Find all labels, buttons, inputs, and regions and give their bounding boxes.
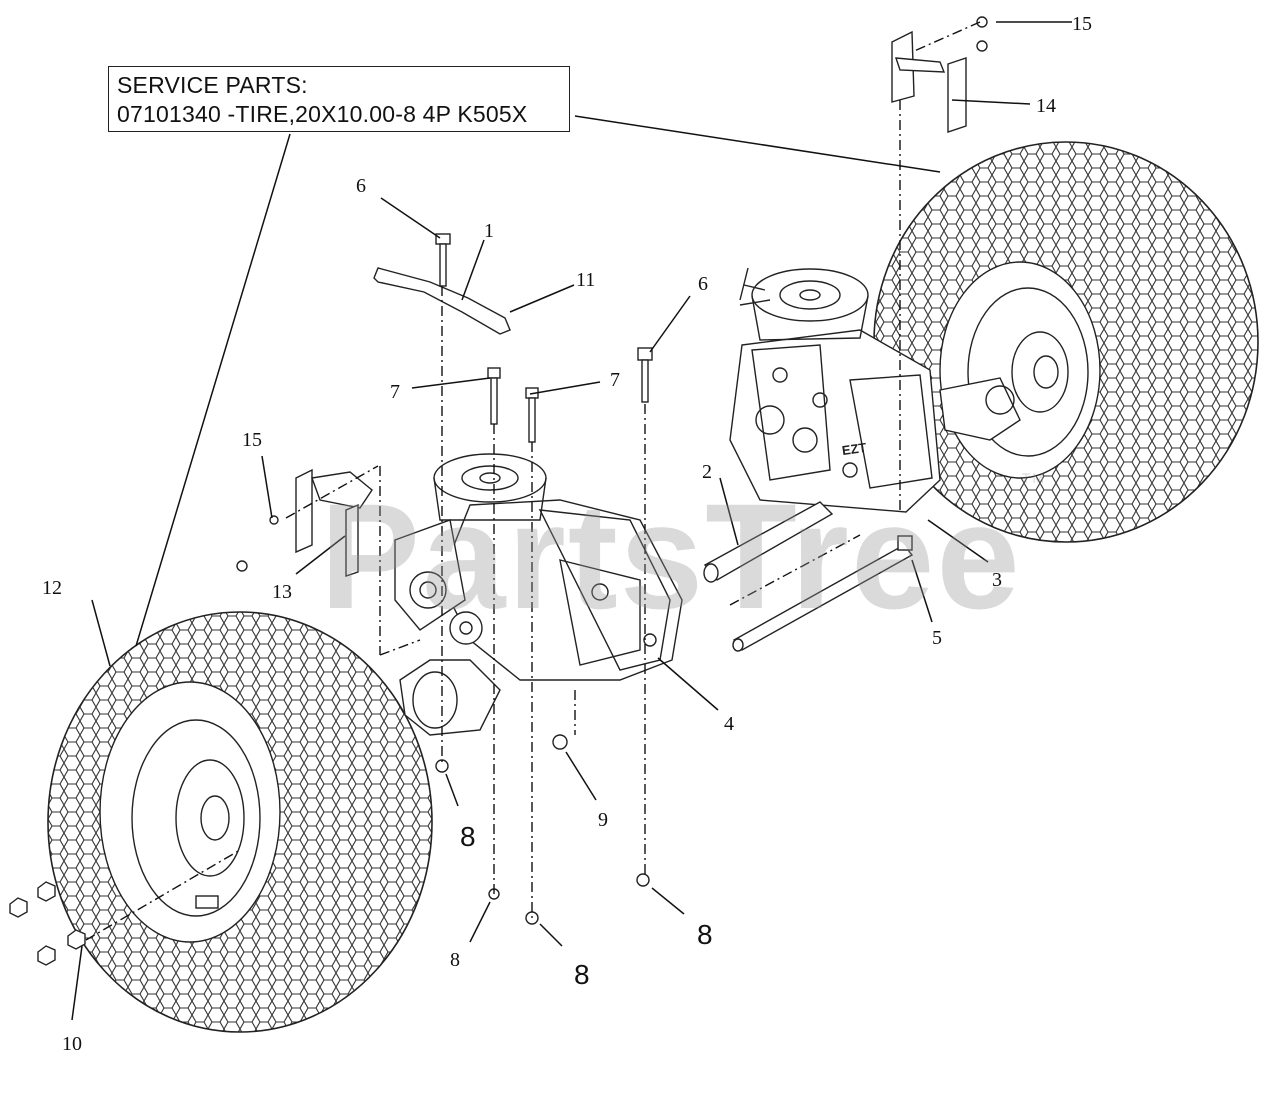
fasteners <box>9 16 988 966</box>
bracket-right <box>891 30 967 133</box>
left-tire <box>47 611 433 1033</box>
callout-15-right: 15 <box>1072 13 1092 35</box>
left-transmission <box>394 453 683 736</box>
callout-12: 12 <box>42 577 62 599</box>
callout-11: 11 <box>576 269 595 291</box>
callout-13: 13 <box>272 581 292 603</box>
callout-2: 2 <box>702 461 712 483</box>
service-parts-tire: 07101340 -TIRE,20X10.00-8 4P K505X <box>117 101 528 127</box>
axle-rod <box>732 535 914 652</box>
callout-3: 3 <box>992 569 1002 591</box>
transmission-badge: EZT <box>841 440 867 458</box>
callout-5: 5 <box>932 627 942 649</box>
callout-10: 10 <box>62 1033 82 1055</box>
callout-8-c: 8 <box>574 959 590 990</box>
callout-7-left: 7 <box>390 381 400 403</box>
right-transmission: EZT <box>729 267 1021 513</box>
callout-6-right: 6 <box>698 273 708 295</box>
callout-8-d: 8 <box>697 919 713 950</box>
service-parts-box: SERVICE PARTS: 07101340 -TIRE,20X10.00-8… <box>108 66 570 132</box>
callout-1: 1 <box>484 220 494 242</box>
service-parts-title: SERVICE PARTS: <box>117 72 308 98</box>
callout-8-b: 8 <box>450 949 460 971</box>
leader-lines <box>71 21 1072 1021</box>
watermark: PartsTreeTM <box>320 470 1047 640</box>
assembly-lines <box>85 21 981 941</box>
callout-labels: 1 2 3 4 5 6 6 7 7 8 8 8 8 9 10 11 12 13 … <box>42 13 1092 1055</box>
callout-4: 4 <box>724 713 734 735</box>
callout-14: 14 <box>1036 95 1056 117</box>
bracket-left <box>295 468 373 577</box>
callout-8-a: 8 <box>460 821 476 852</box>
callout-6-left: 6 <box>356 175 366 197</box>
callout-9: 9 <box>598 809 608 831</box>
callout-7-right: 7 <box>610 369 620 391</box>
callout-15-left: 15 <box>242 429 262 451</box>
axle-spacer-tube <box>703 501 834 583</box>
